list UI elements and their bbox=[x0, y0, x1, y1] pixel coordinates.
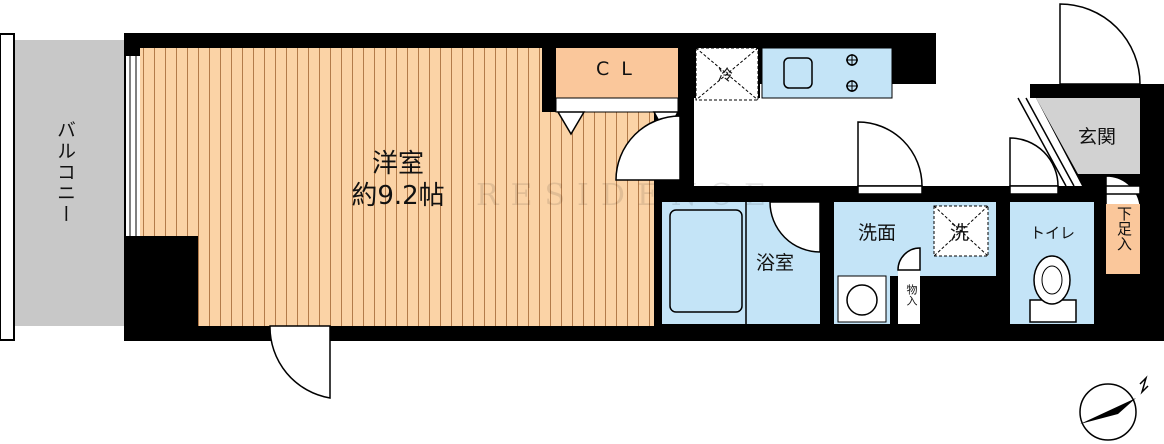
storage-label: 物入 bbox=[905, 284, 918, 306]
fridge-label: 冷 bbox=[718, 66, 734, 84]
balcony-window bbox=[126, 56, 140, 236]
western-room-name: 洋室 bbox=[371, 149, 424, 179]
toilet-label: トイレ bbox=[1030, 224, 1076, 242]
washroom-label: 洗面 bbox=[858, 222, 897, 244]
bathroom-label: 浴室 bbox=[756, 252, 795, 274]
entrance-area bbox=[1017, 97, 1140, 187]
storage-area bbox=[898, 270, 920, 324]
balcony-rail bbox=[0, 33, 15, 341]
doors bbox=[269, 3, 1141, 399]
western-room-label: 洋室 約9.2帖 bbox=[318, 148, 478, 212]
balcony-label: バルコニー bbox=[54, 120, 76, 225]
closet-label: CL bbox=[596, 58, 644, 80]
north-arrow-icon bbox=[1079, 375, 1149, 441]
washer-label: 洗 bbox=[950, 222, 970, 244]
watermark: RESIDENCE bbox=[476, 178, 778, 213]
washroom-area bbox=[834, 202, 996, 324]
shoe-storage-area bbox=[1106, 204, 1140, 274]
western-room-size: 約9.2帖 bbox=[351, 181, 445, 211]
shoe-storage-label: 下足入 bbox=[1115, 206, 1133, 251]
western-room-floor bbox=[140, 48, 654, 326]
entrance-label: 玄関 bbox=[1078, 126, 1117, 148]
kitchen-area bbox=[695, 47, 893, 101]
closet-area bbox=[555, 48, 680, 136]
balcony-area bbox=[14, 40, 124, 326]
toilet-area bbox=[1010, 202, 1094, 324]
